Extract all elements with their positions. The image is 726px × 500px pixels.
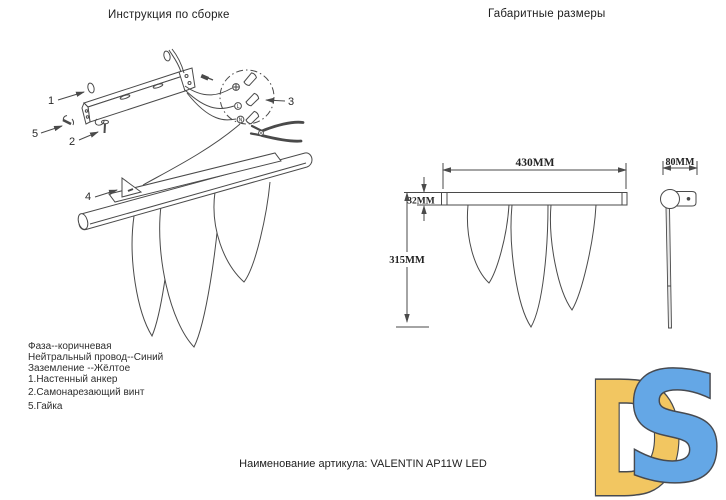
callout-4: 4 [85,191,91,203]
tube-end-circle [660,189,680,209]
legend-part-2: 2.Самонарезающий винт [28,387,145,398]
lamp-petals [131,181,271,348]
wall-anchor-item [87,82,95,94]
assembly-section-title: Инструкция по сборке [108,9,230,21]
anchor-ring-top [163,50,171,62]
logo-letter-d: D [585,350,685,500]
wire-nut-connectors [243,72,260,125]
front-view [441,192,628,328]
legend-part-1: 1.Настенный анкер [28,374,118,385]
bracket-end-plate [178,67,196,92]
supply-wires [163,48,185,74]
channel-bracket-plate [121,177,143,198]
live-terminal-icon: L [234,102,242,110]
nut-item [62,115,75,126]
legend-earth: Заземление --Жёлтое [28,363,131,374]
brand-logo: D S [584,339,726,500]
legend-neutral: Нейтральный провод--Синий [28,352,164,363]
callouts: 1 5 2 3 4 [32,91,294,203]
earth-terminal-icon [232,83,240,91]
svg-text:430MM: 430MM [516,157,555,169]
svg-text:80MM: 80MM [666,157,695,168]
lamp-tube [77,152,313,231]
assembly-diagram: L N 1 5 [32,48,313,348]
side-view [660,189,697,329]
mounting-channel [108,152,282,203]
plate-hole [686,197,691,201]
lamp-wire [142,123,241,186]
svg-text:315MM: 315MM [389,255,425,266]
svg-text:L: L [237,104,240,110]
dimension-width: 430MM [442,157,627,189]
logo-letter-s: S [624,341,726,500]
dimension-total-height: 315MM [389,192,429,328]
dimension-bar-height: 32MM [404,177,441,221]
svg-text:32MM: 32MM [407,197,434,207]
article-caption: Наименование артикула: VALENTIN AP11W LE… [239,458,487,470]
legend-phase: Фаза--коричневая [28,341,112,352]
dimensions-section-title: Габаритные размеры [488,8,606,20]
dimension-depth: 80MM [662,157,698,175]
self-tapping-screw-item [94,118,109,134]
wiring-legend: Фаза--коричневая Нейтральный провод--Син… [28,341,163,412]
screw-top [200,74,214,81]
neutral-terminal-icon: N [236,115,245,124]
callout-3: 3 [288,96,294,108]
pliers-icon [249,120,305,143]
callout-2: 2 [69,136,75,148]
svg-text:N: N [239,118,243,124]
callout-1: 1 [48,95,54,107]
callout-5: 5 [32,128,38,140]
legend-part-5: 5.Гайка [28,401,63,412]
dimensions-diagram: 430MM 32MM 315MM [389,157,698,329]
wiring-detail-circle: L N [184,69,275,125]
wall-bracket [81,67,196,125]
